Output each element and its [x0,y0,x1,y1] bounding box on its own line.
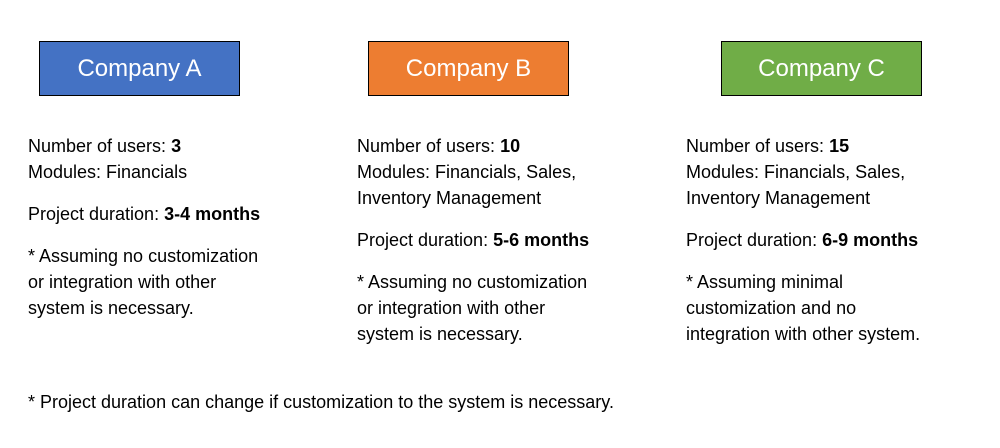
modules-line-1: Modules: Financials, Sales, [686,162,906,182]
note-line-1: * Assuming no customization [357,272,588,292]
note-line-1: * Assuming minimal [686,272,844,292]
modules-line-1: Modules: Financials, Sales, [357,162,577,182]
users-label: Number of users: [28,136,172,156]
company-c-header: Company C [721,41,922,96]
company-a-header: Company A [39,41,240,96]
users-value: 15 [829,136,850,156]
company-a-details: Number of users: 3 Modules: Financials P… [28,133,348,321]
note-line-2: or integration with other [28,272,217,292]
users-label: Number of users: [686,136,830,156]
duration-value: 5-6 months [493,230,590,250]
duration-line: Project duration: 5-6 months [357,227,677,253]
note-line-1: * Assuming no customization [28,246,259,266]
duration-label: Project duration: [357,230,494,250]
modules-line-2: Inventory Management [357,188,542,208]
duration-value: 3-4 months [164,204,261,224]
duration-line: Project duration: 3-4 months [28,201,348,227]
users-value: 3 [171,136,182,156]
company-b-header: Company B [368,41,569,96]
users-line: Number of users: 15 [686,133,1000,159]
duration-label: Project duration: [686,230,823,250]
note-line-2: or integration with other [357,298,546,318]
note-line-3: system is necessary. [357,324,523,344]
footnote: * Project duration can change if customi… [28,392,614,412]
users-label: Number of users: [357,136,501,156]
modules-line: Modules: Financials [28,162,188,182]
duration-value: 6-9 months [822,230,919,250]
note-line-3: integration with other system. [686,324,921,344]
note-line-3: system is necessary. [28,298,194,318]
note-line-2: customization and no [686,298,857,318]
company-b-details: Number of users: 10 Modules: Financials,… [357,133,677,347]
duration-label: Project duration: [28,204,165,224]
company-c-details: Number of users: 15 Modules: Financials,… [686,133,1000,347]
users-line: Number of users: 3 [28,133,348,159]
modules-line-2: Inventory Management [686,188,871,208]
duration-line: Project duration: 6-9 months [686,227,1000,253]
users-line: Number of users: 10 [357,133,677,159]
users-value: 10 [500,136,521,156]
